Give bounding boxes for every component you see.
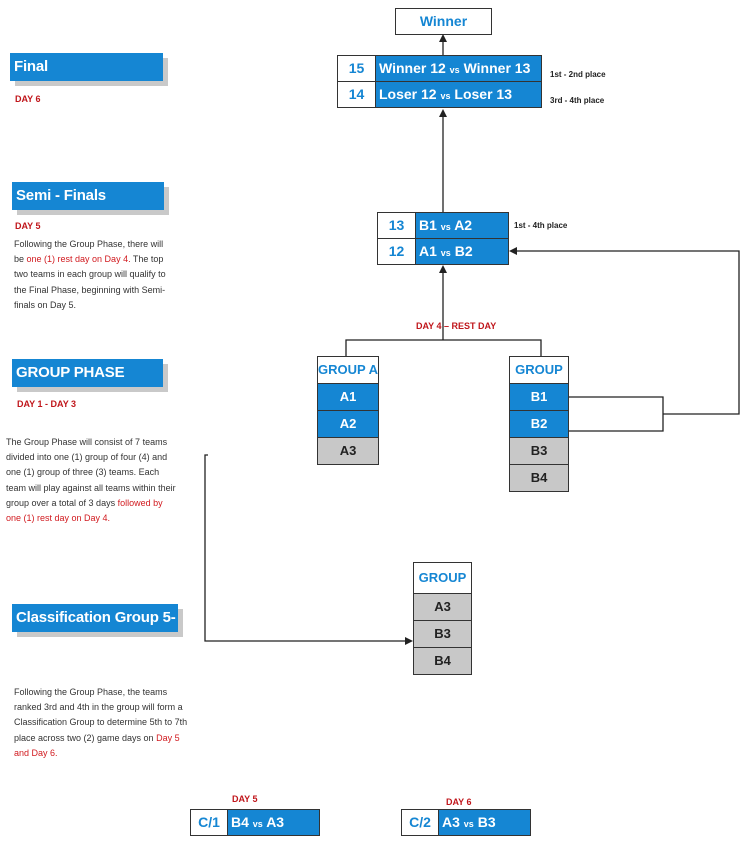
group-phase-description: The Group Phase will consist of 7 teams … — [6, 435, 176, 526]
team-right: Winner 13 — [463, 60, 531, 76]
group-b-team: B4 — [509, 464, 569, 492]
groups-to-semis-bracket — [345, 339, 542, 356]
team-left: Winner 12 — [379, 60, 446, 76]
group-c-title: GROUP C — [413, 562, 472, 615]
group-c-team: B4 — [413, 647, 472, 675]
group-a3-to-group-c — [204, 454, 413, 645]
final-title: Final — [10, 53, 163, 81]
classification-description: Following the Group Phase, the teams ran… — [14, 685, 188, 761]
team-left: A3 — [442, 814, 460, 830]
final-day: DAY 6 — [15, 94, 41, 104]
group-a-team: A1 — [317, 383, 379, 411]
match-teams: B4 vs A3 — [227, 809, 320, 836]
semis-desc-text-2: The top two teams in each group will qua… — [14, 254, 166, 310]
match-teams: Loser 12 vs Loser 13 — [375, 81, 542, 108]
group-phase-desc-text: The Group Phase will consist of 7 teams … — [6, 437, 176, 508]
semis-title: Semi - Finals — [12, 182, 164, 210]
match-teams: A3 vs B3 — [438, 809, 531, 836]
group-b-top-bracket — [569, 396, 664, 432]
team-left: B4 — [231, 814, 249, 830]
vs-label: vs — [463, 819, 474, 829]
semis-day: DAY 5 — [15, 221, 41, 231]
classification-desc-text: Following the Group Phase, the teams ran… — [14, 687, 188, 743]
team-right: B3 — [477, 814, 496, 830]
match-number: 15 — [337, 55, 376, 82]
vs-label: vs — [449, 65, 460, 75]
rest-day-label: DAY 4 – REST DAY — [416, 321, 497, 331]
winner-box: Winner — [395, 8, 492, 35]
semis-desc-text: Following the Group Phase, there will be — [14, 239, 164, 265]
vs-label: vs — [252, 819, 263, 829]
vs-label: vs — [440, 248, 451, 258]
group-b-title: GROUP B — [509, 356, 569, 403]
classification-day-5: DAY 5 — [232, 794, 258, 804]
group-b-team: B2 — [509, 410, 569, 438]
group-a-team: A2 — [317, 410, 379, 438]
team-right: B2 — [454, 243, 473, 259]
team-right: Loser 13 — [454, 86, 512, 102]
match-code: C/2 — [401, 809, 439, 836]
placement-note: 3rd - 4th place — [550, 96, 605, 105]
group-b-team: B3 — [509, 437, 569, 465]
placement-note: 1st - 4th place — [514, 221, 568, 230]
semis-description: Following the Group Phase, there will be… — [14, 237, 174, 313]
group-a-team: A3 — [317, 437, 379, 465]
team-right: A2 — [454, 217, 473, 233]
classification-day-6: DAY 6 — [446, 797, 472, 807]
group-c-team: A3 — [413, 593, 472, 621]
placement-note: 1st - 2nd place — [550, 70, 606, 79]
group-a-title: GROUP A — [317, 356, 379, 384]
vs-label: vs — [440, 91, 451, 101]
vs-label: vs — [440, 222, 451, 232]
classification-title: Classification Group 5-7 — [12, 604, 178, 654]
classification-desc-red: Day 5 and Day 6. — [14, 732, 180, 758]
semis-desc-red: one (1) rest day on Day 4. — [26, 254, 131, 265]
match-number: 12 — [377, 238, 416, 265]
match-number: 14 — [337, 81, 376, 108]
group-phase-desc-red: followed by one (1) rest day on Day 4. — [6, 497, 163, 524]
team-left: A1 — [419, 243, 437, 259]
match-teams: B1 vs A2 — [415, 212, 509, 239]
group-phase-day: DAY 1 - DAY 3 — [17, 399, 77, 409]
team-left: Loser 12 — [379, 86, 437, 102]
match-code: C/1 — [190, 809, 228, 836]
group-phase-title: GROUP PHASE — [12, 359, 163, 387]
match-teams: Winner 12 vs Winner 13 — [375, 55, 542, 82]
group-b-team: B1 — [509, 383, 569, 411]
team-left: B1 — [419, 217, 437, 233]
group-c-team: B3 — [413, 620, 472, 648]
match-number: 13 — [377, 212, 416, 239]
match-teams: A1 vs B2 — [415, 238, 509, 265]
team-right: A3 — [266, 814, 285, 830]
